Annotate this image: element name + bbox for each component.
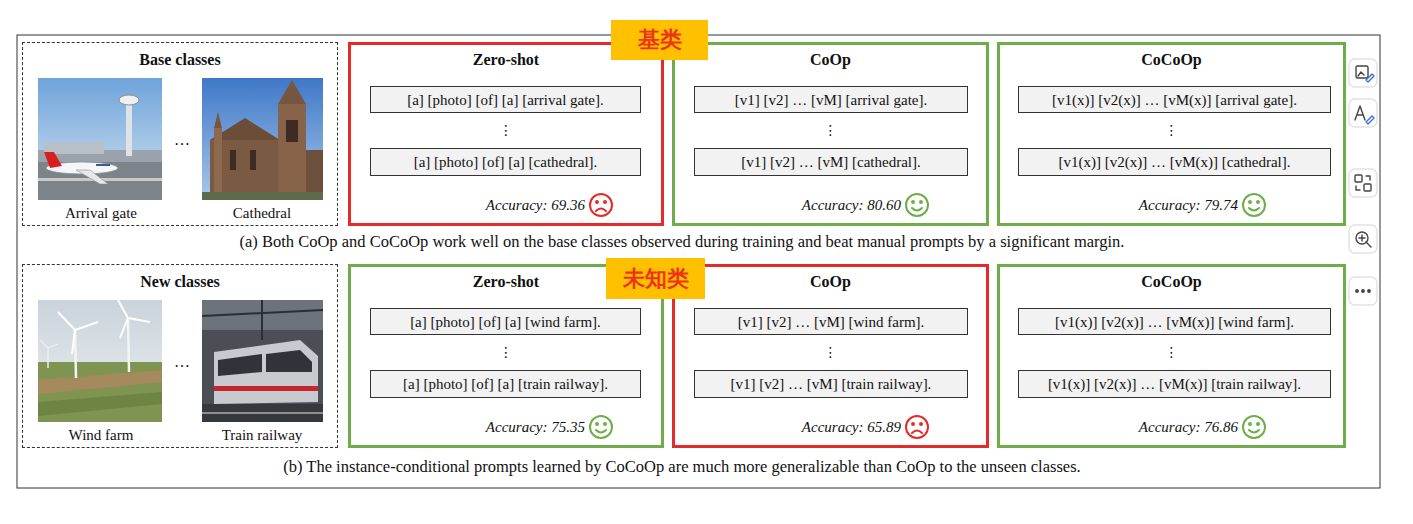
prompt-text: [a] [photo] [of] [a] [train railway].: [403, 375, 608, 393]
vertical-dots: ⋮: [348, 120, 664, 140]
prompt-box: [v1] [v2] … [vM] [wind farm].: [694, 308, 968, 335]
method-panel: CoCoOp ⋮ Accuracy: 76.86 [v1(x)] [v2(x)] … …: [997, 264, 1346, 448]
figure-caption: (b) The instance-conditional prompts lea…: [17, 457, 1347, 477]
prompt-text: [a] [photo] [of] [a] [cathedral].: [414, 153, 598, 171]
figure-caption: (a) Both CoOp and CoCoOp work well on th…: [17, 232, 1347, 252]
prompt-text: [v1(x)] [v2(x)] … [vM(x)] [arrival gate]…: [1052, 91, 1297, 109]
prompt-box: [v1(x)] [v2(x)] … [vM(x)] [arrival gate]…: [1018, 86, 1331, 113]
image-caption: Train railway: [192, 426, 332, 444]
method-panel: CoOp ⋮ Accuracy: 65.89 [v1] [v2] … [vM] [wi…: [672, 264, 989, 448]
prompt-box: [v1] [v2] … [vM] [cathedral].: [694, 148, 968, 176]
smile-face: [1243, 194, 1265, 216]
prompt-box: [a] [photo] [of] [a] [wind farm].: [370, 308, 641, 335]
vertical-dots: ⋮: [672, 120, 989, 140]
method-panel: CoOp ⋮ Accuracy: 80.60 [v1] [v2] … [vM] [ar…: [672, 42, 989, 226]
vertical-dots: ⋮: [348, 342, 664, 362]
callout-tag: 未知类: [606, 258, 705, 299]
prompt-text: [v1] [v2] … [vM] [arrival gate].: [735, 91, 927, 109]
prompt-box: [a] [photo] [of] [a] [cathedral].: [370, 148, 641, 176]
ellipsis: …: [170, 352, 194, 372]
class-examples-box: New classes … Wind farm Train railway: [22, 264, 338, 448]
panel-heading: CoOp: [672, 272, 989, 292]
prompt-box: [v1(x)] [v2(x)] … [vM(x)] [cathedral].: [1018, 148, 1331, 176]
train-railway-photo: [202, 300, 323, 422]
accuracy-score: Accuracy: 65.89: [701, 417, 901, 437]
callout-tag: 基类: [611, 20, 708, 60]
viewer-toolbar: [1349, 59, 1377, 305]
figure-frame: [17, 35, 1380, 488]
prompt-text: [v1(x)] [v2(x)] … [vM(x)] [train railway…: [1048, 375, 1301, 393]
prompt-text: [v1(x)] [v2(x)] … [vM(x)] [wind farm].: [1055, 313, 1294, 331]
prompt-text: [v1] [v2] … [vM] [wind farm].: [738, 313, 925, 331]
accuracy-score: Accuracy: 79.74: [1038, 195, 1238, 215]
accuracy-score: Accuracy: 76.86: [1038, 417, 1238, 437]
smile-face: [1243, 416, 1265, 438]
accuracy-score: Accuracy: 75.35: [385, 417, 585, 437]
prompt-text: [v1] [v2] … [vM] [cathedral].: [741, 153, 921, 171]
callout-text: 未知类: [623, 266, 689, 292]
vertical-dots: ⋮: [672, 342, 989, 362]
box-heading: Base classes: [22, 50, 338, 70]
prompt-box: [v1] [v2] … [vM] [arrival gate].: [694, 86, 968, 113]
accuracy-score: Accuracy: 80.60: [701, 195, 901, 215]
prompt-box: [v1] [v2] … [vM] [train railway].: [694, 370, 968, 398]
image-caption: Arrival gate: [28, 204, 174, 222]
accuracy-score: Accuracy: 69.36: [385, 195, 585, 215]
panel-heading: CoCoOp: [997, 272, 1346, 292]
prompt-text: [v1] [v2] … [vM] [train railway].: [731, 375, 932, 393]
smile-face: [590, 416, 612, 438]
method-panel: Zero-shot⋮Accuracy: 69.36[a] [photo] [of…: [348, 42, 664, 226]
method-panel: CoCoOp ⋮ Accuracy: 79.74 [v1(x)] [v2(x)] … …: [997, 42, 1346, 226]
ellipsis: …: [170, 130, 194, 150]
cathedral-photo: [202, 78, 323, 200]
frown-face: [906, 416, 928, 438]
smile-face: [906, 194, 928, 216]
prompt-text: [a] [photo] [of] [a] [wind farm].: [410, 313, 601, 331]
box-heading: New classes: [22, 272, 338, 292]
image-caption: Wind farm: [28, 426, 174, 444]
panel-heading: CoOp: [672, 50, 989, 70]
prompt-box: [a] [photo] [of] [a] [train railway].: [370, 370, 641, 398]
frown-face: [590, 194, 612, 216]
prompt-text: [a] [photo] [of] [a] [arrival gate].: [407, 91, 604, 109]
panel-heading: CoCoOp: [997, 50, 1346, 70]
prompt-box: [v1(x)] [v2(x)] … [vM(x)] [train railway…: [1018, 370, 1331, 398]
class-examples-box: Base classes … Arrival gate Cathedral: [22, 42, 338, 226]
prompt-box: [a] [photo] [of] [a] [arrival gate].: [370, 86, 641, 113]
prompt-text: [v1(x)] [v2(x)] … [vM(x)] [cathedral].: [1059, 153, 1291, 171]
callout-text: 基类: [638, 27, 682, 53]
vertical-dots: ⋮: [997, 120, 1346, 140]
prompt-box: [v1(x)] [v2(x)] … [vM(x)] [wind farm].: [1018, 308, 1331, 335]
vertical-dots: ⋮: [997, 342, 1346, 362]
arrival-gate-photo: [38, 78, 162, 200]
image-caption: Cathedral: [192, 204, 332, 222]
wind-farm-photo: [38, 300, 162, 422]
